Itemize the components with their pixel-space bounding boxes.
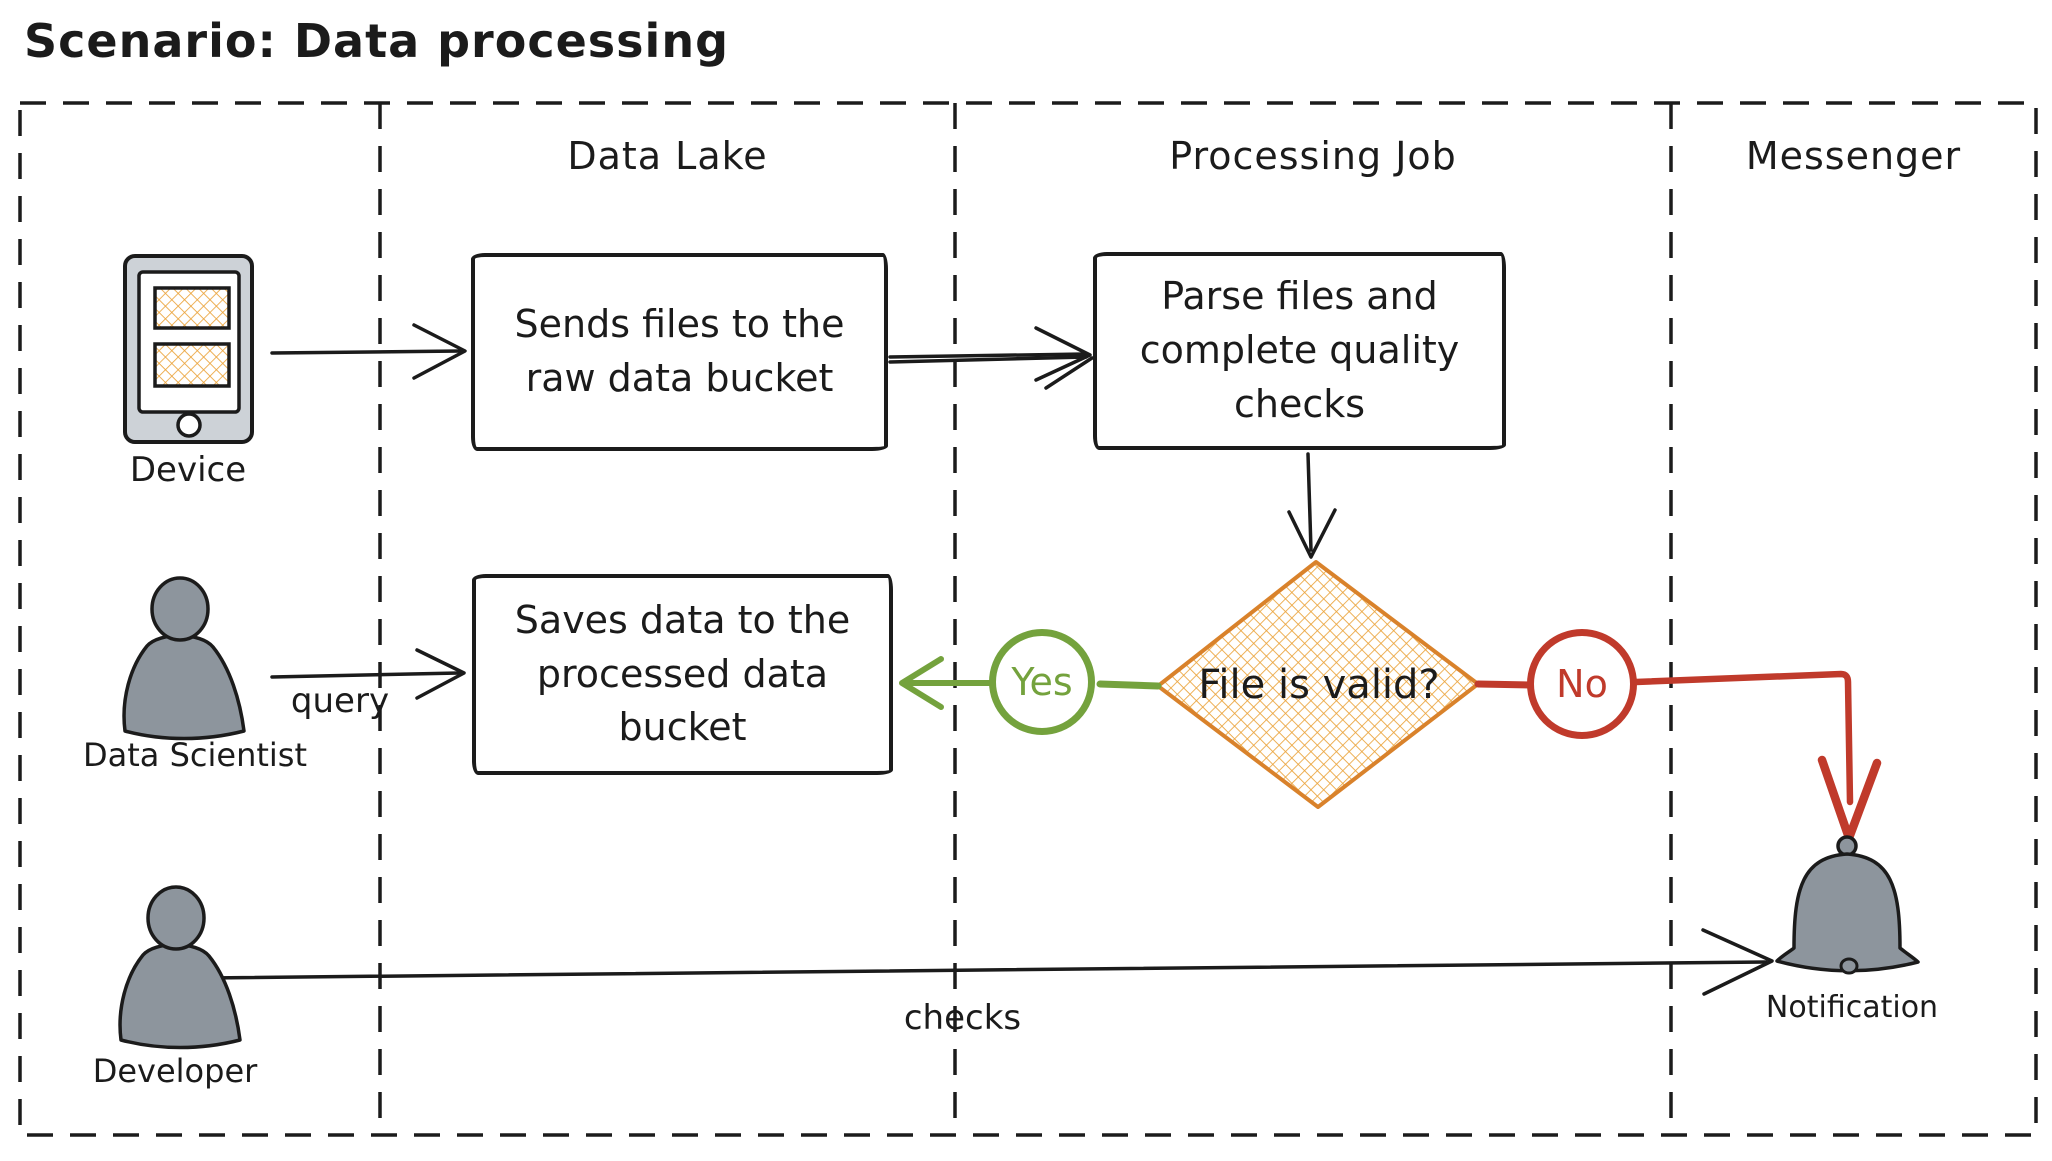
decision-diamond: [1156, 560, 1480, 809]
query-edge-label: query: [290, 681, 390, 721]
lane-header-data-lake: Data Lake: [567, 134, 768, 178]
send-files-line-2: raw data bucket: [525, 356, 834, 400]
notification-label: Notification: [1765, 990, 1939, 1025]
arrow-parse-box-to-diamond: [1287, 452, 1337, 559]
arrow-yes-to-save-box: [899, 656, 993, 710]
developer-label: Developer: [92, 1052, 258, 1090]
data-scientist-label: Data Scientist: [83, 736, 307, 774]
device-phone-icon: [123, 254, 254, 444]
data-scientist-person-icon: [122, 576, 246, 741]
arrow-developer-to-notification: [203, 928, 1774, 996]
connector-diamond-to-yes: [1096, 680, 1162, 690]
save-data-line-1: Saves data to the: [514, 597, 851, 642]
lane-header-messenger: Messenger: [1745, 134, 1962, 178]
arrow-device-to-send-box: [270, 323, 467, 380]
arrow-send-box-to-parse-box: [888, 326, 1094, 390]
diagram-title: Scenario: Data processing: [24, 14, 730, 68]
connector-diamond-to-no: [1474, 680, 1535, 689]
save-data-box: Saves data to the processed data bucket: [472, 574, 893, 775]
device-label: Device: [129, 450, 247, 490]
decision-label: File is valid?: [1198, 662, 1440, 708]
developer-person-icon: [118, 885, 242, 1050]
no-badge: No: [1527, 629, 1637, 739]
send-files-line-1: Sends files to the: [514, 302, 845, 347]
send-files-box: Sends files to the raw data bucket: [471, 253, 888, 451]
lane-header-processing-job: Processing Job: [1169, 134, 1457, 178]
parse-files-box: Parse files and complete quality checks: [1093, 252, 1506, 450]
arrow-datascientist-to-save-box: [270, 648, 466, 700]
save-data-line-3: bucket: [618, 705, 747, 750]
parse-files-line-3: checks: [1233, 381, 1366, 426]
notification-bell-icon: [1775, 835, 1920, 975]
parse-files-line-1: Parse files and: [1161, 274, 1438, 319]
parse-files-line-2: complete quality: [1139, 328, 1460, 373]
save-data-line-2: processed data: [536, 651, 829, 696]
checks-edge-label: checks: [903, 998, 1022, 1038]
yes-badge: Yes: [989, 629, 1095, 735]
